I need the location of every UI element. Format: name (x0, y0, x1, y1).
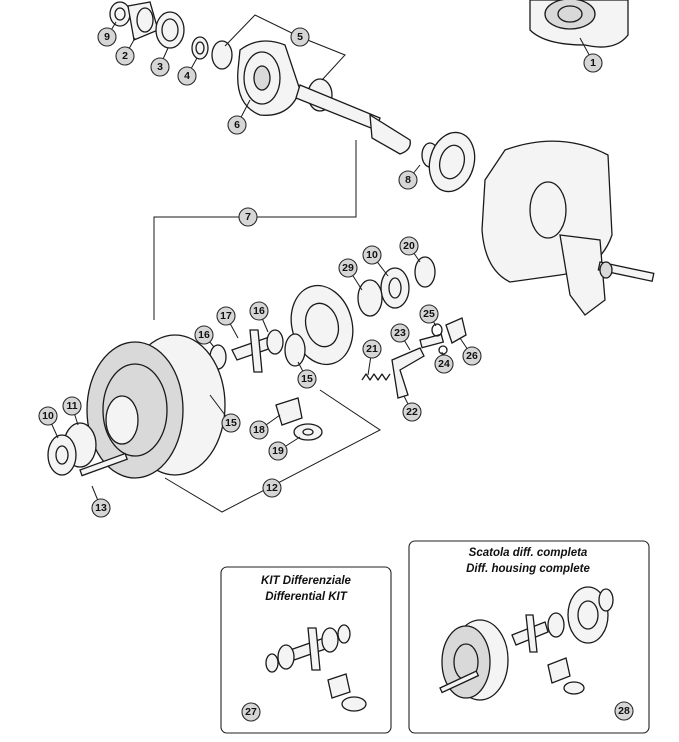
svg-text:28: 28 (618, 705, 630, 717)
svg-text:16: 16 (198, 329, 210, 341)
callout-28: 28 (614, 701, 634, 721)
svg-text:20: 20 (403, 240, 415, 252)
svg-text:17: 17 (220, 310, 232, 322)
part-29-spacer (357, 279, 383, 317)
svg-text:23: 23 (394, 327, 406, 339)
svg-text:24: 24 (438, 358, 450, 370)
callout-20: 20 (399, 236, 419, 256)
svg-text:2: 2 (122, 50, 128, 62)
callout-2: 2 (115, 46, 135, 66)
part-4-ring (191, 36, 209, 60)
svg-text:7: 7 (245, 211, 251, 223)
svg-text:4: 4 (184, 70, 190, 82)
part-13-bolt (79, 452, 128, 477)
part-10-bearing-left (47, 434, 77, 476)
callout-3: 3 (150, 57, 170, 77)
diff-housing-complete-parts (439, 586, 614, 701)
callout-25: 25 (419, 304, 439, 324)
part-24-pin (419, 333, 448, 355)
svg-text:19: 19 (272, 445, 284, 457)
part-19-washer (293, 423, 323, 441)
callout-8: 8 (398, 170, 418, 190)
callout-11: 11 (62, 396, 82, 416)
svg-text:3: 3 (157, 61, 163, 73)
part-1-crown-gear-assembly (529, 0, 629, 48)
callout-26: 26 (462, 346, 482, 366)
svg-text:25: 25 (423, 308, 435, 320)
svg-text:6: 6 (234, 119, 240, 131)
callout-5: 5 (290, 27, 310, 47)
callout-4: 4 (177, 66, 197, 86)
callout-13: 13 (91, 498, 111, 518)
svg-text:12: 12 (266, 482, 278, 494)
part-18-gear (275, 397, 303, 426)
svg-text:21: 21 (366, 343, 378, 355)
part-14-differential-case (290, 284, 354, 366)
part-12-crown-wheel (86, 334, 226, 479)
diff-housing-title-en: Diff. housing complete (466, 563, 590, 575)
callout-9: 9 (97, 27, 117, 47)
diff-housing-title-it: Scatola diff. completa (469, 547, 588, 559)
svg-text:10: 10 (42, 410, 54, 422)
svg-text:1: 1 (590, 57, 596, 69)
svg-text:15: 15 (225, 417, 237, 429)
part-3-seal (155, 11, 185, 49)
callout-6: 6 (227, 115, 247, 135)
pinion-shaft (295, 84, 439, 168)
part-20-side-gear (414, 256, 436, 288)
part-23-shift-fork (391, 347, 425, 399)
differential-housing (481, 140, 655, 316)
svg-text:13: 13 (95, 502, 107, 514)
callout-29: 29 (338, 258, 358, 278)
part-25-oring (431, 323, 443, 337)
svg-text:9: 9 (104, 31, 110, 43)
kit-differential-title-it: KIT Differenziale (261, 575, 351, 587)
callout-18: 18 (249, 420, 269, 440)
part-21-spring (361, 373, 391, 381)
diff-housing-complete-box: Scatola diff. completa Diff. housing com… (408, 540, 650, 734)
callout-12: 12 (262, 478, 282, 498)
callout-10-left: 10 (38, 406, 58, 426)
callout-22: 22 (402, 402, 422, 422)
svg-text:10: 10 (366, 249, 378, 261)
callout-15-right: 15 (297, 369, 317, 389)
kit-differential-parts (265, 624, 367, 712)
part-26-cover (445, 317, 467, 344)
part-9-flange (109, 1, 131, 27)
callout-1: 1 (583, 53, 603, 73)
svg-text:26: 26 (466, 350, 478, 362)
callout-24: 24 (434, 354, 454, 374)
svg-text:22: 22 (406, 406, 418, 418)
kit-differential-title-en: Differential KIT (265, 591, 348, 603)
callout-19: 19 (268, 441, 288, 461)
callout-17: 17 (216, 306, 236, 326)
callout-21: 21 (362, 339, 382, 359)
callout-23: 23 (390, 323, 410, 343)
svg-text:18: 18 (253, 424, 265, 436)
callout-10-upper: 10 (362, 245, 382, 265)
part-10-bearing-upper (380, 267, 410, 309)
callout-16-left: 16 (194, 325, 214, 345)
svg-text:16: 16 (253, 305, 265, 317)
svg-text:15: 15 (301, 373, 313, 385)
svg-text:8: 8 (405, 174, 411, 186)
svg-text:11: 11 (66, 400, 77, 412)
svg-text:29: 29 (342, 262, 354, 274)
callout-7: 7 (238, 207, 258, 227)
svg-text:5: 5 (297, 31, 303, 43)
part-6-pinion-housing (237, 40, 301, 116)
part-2-flange-yoke (127, 1, 159, 41)
callout-16-right: 16 (249, 301, 269, 321)
callout-27: 27 (241, 702, 261, 722)
callout-15-left: 15 (221, 413, 241, 433)
part-8-gasket (428, 131, 476, 193)
svg-text:27: 27 (245, 706, 257, 718)
kit-differential-box: KIT Differenziale Differential KIT (220, 566, 392, 734)
